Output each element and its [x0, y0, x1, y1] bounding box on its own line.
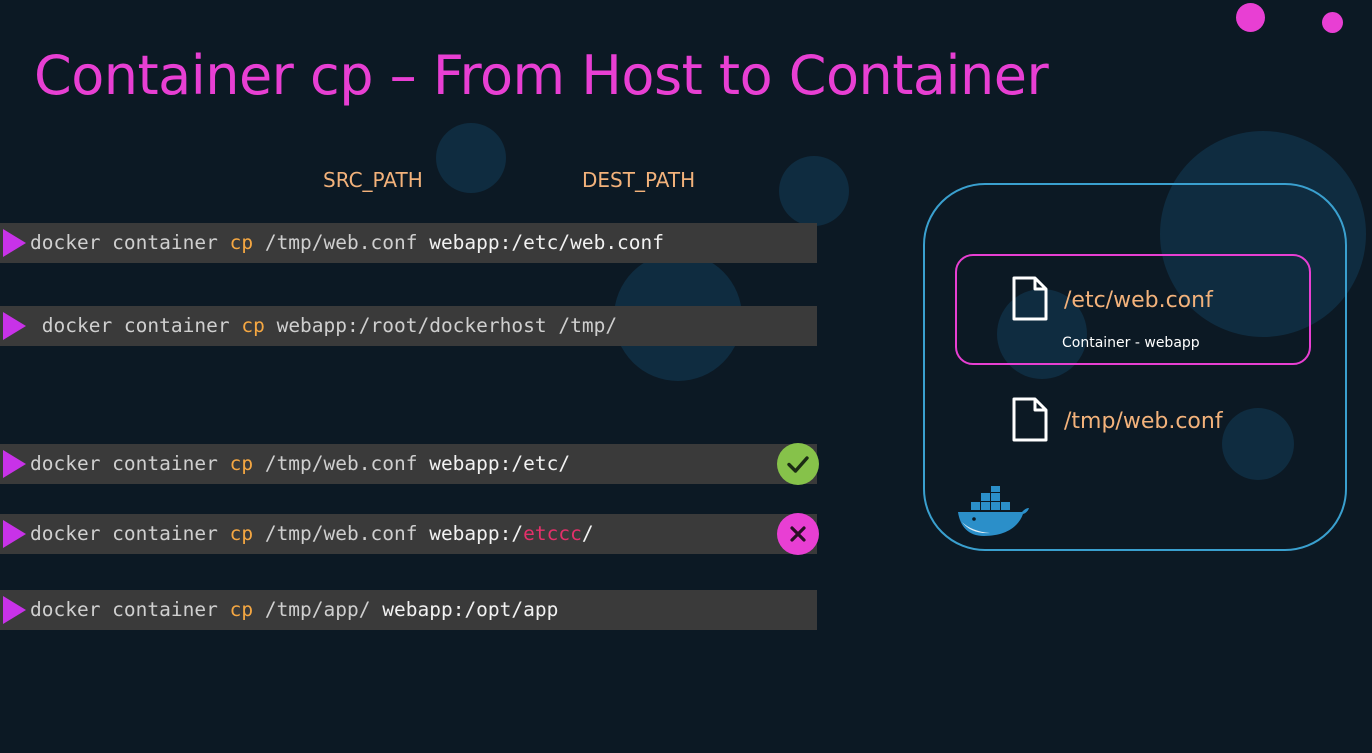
- command-dest-host: webapp: [429, 452, 500, 475]
- command-bar: docker container cp /tmp/web.conf webapp…: [0, 223, 817, 263]
- decorative-dot: [1322, 12, 1343, 33]
- page-title: Container cp – From Host to Container: [34, 44, 1049, 107]
- command-base: docker container: [30, 598, 218, 621]
- command-src: /tmp/web.conf: [264, 522, 418, 545]
- container-label: Container - webapp: [1062, 335, 1200, 351]
- command-dest: :/: [499, 522, 524, 545]
- command-bar: docker container cp webapp:/root/dockerh…: [0, 306, 817, 346]
- command-src: webapp:/root/dockerhost: [276, 314, 547, 337]
- play-arrow-icon: [3, 520, 26, 548]
- command-op: cp: [229, 598, 254, 621]
- file-icon: [1012, 397, 1048, 442]
- command-bar: docker container cp /tmp/web.conf webapp…: [0, 514, 817, 554]
- play-arrow-icon: [3, 312, 26, 340]
- command-dest: :/etc/: [499, 452, 571, 475]
- src-path-label: SRC_PATH: [323, 168, 423, 192]
- command-dest-host: webapp: [429, 231, 500, 254]
- play-arrow-icon: [3, 450, 26, 478]
- play-arrow-icon: [3, 229, 26, 257]
- success-badge: [777, 443, 819, 485]
- command-base: docker container: [30, 452, 218, 475]
- command-op: cp: [229, 452, 254, 475]
- command-op: cp: [229, 231, 254, 254]
- command-dest-suffix: /: [581, 522, 594, 545]
- command-bar: docker container cp /tmp/web.conf webapp…: [0, 444, 817, 484]
- decorative-dot: [1236, 3, 1265, 32]
- check-icon: [787, 456, 809, 473]
- background-bubble: [1222, 408, 1294, 480]
- host-box: [923, 183, 1347, 551]
- error-badge: [777, 513, 819, 555]
- command-dest: :/opt/app: [452, 598, 559, 621]
- command-lead: [30, 314, 42, 337]
- file-icon: [1012, 276, 1048, 321]
- command-op: cp: [241, 314, 265, 337]
- docker-whale-icon: [958, 486, 1029, 536]
- command-dest: /tmp/: [558, 314, 618, 337]
- host-file-path: /tmp/web.conf: [1064, 409, 1223, 434]
- command-src: /tmp/app/: [264, 598, 371, 621]
- container-file-path: /etc/web.conf: [1064, 288, 1213, 313]
- command-base: docker container: [41, 314, 230, 337]
- command-src: /tmp/web.conf: [264, 452, 418, 475]
- command-dest-host: webapp: [429, 522, 500, 545]
- command-dest-error: etccc: [523, 522, 582, 545]
- play-arrow-icon: [3, 596, 26, 624]
- dest-path-label: DEST_PATH: [582, 168, 696, 192]
- command-op: cp: [229, 522, 254, 545]
- command-base: docker container: [30, 231, 218, 254]
- container-box: [955, 254, 1311, 365]
- background-bubble: [779, 156, 849, 226]
- background-bubble: [436, 123, 506, 193]
- command-src: /tmp/web.conf: [264, 231, 418, 254]
- command-base: docker container: [30, 522, 218, 545]
- command-dest-host: webapp: [382, 598, 453, 621]
- command-bar: docker container cp /tmp/app/ webapp:/op…: [0, 590, 817, 630]
- command-dest: :/etc/web.conf: [499, 231, 665, 254]
- x-icon: [790, 526, 806, 542]
